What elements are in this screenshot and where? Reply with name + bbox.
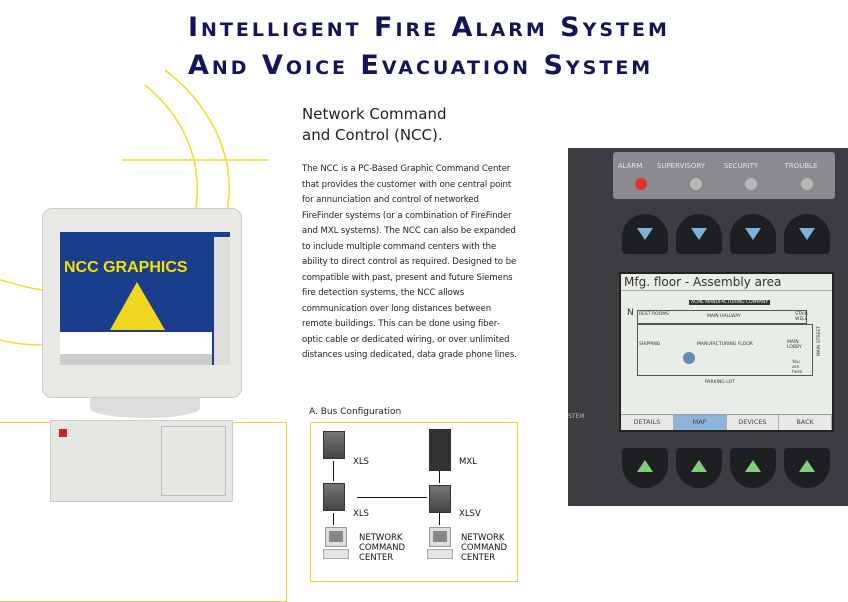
map-stair: STAIR WELL xyxy=(795,312,808,322)
monitor-stand xyxy=(90,398,200,418)
arrow-down-icon xyxy=(691,228,707,240)
map-floor: MANUFACTURING FLOOR xyxy=(697,342,753,347)
soft-key-up-1[interactable] xyxy=(622,214,668,254)
map-company: ACME MANUFACTURING COMPANY xyxy=(689,300,771,305)
section-heading: Network Command and Control (NCC). xyxy=(302,104,447,146)
map-you-are-here: You are here xyxy=(792,360,803,375)
screen-text: NCC GRAPHICS xyxy=(64,259,188,276)
triangle-logo xyxy=(110,282,165,330)
arrow-up-icon xyxy=(691,460,707,472)
arrow-down-icon xyxy=(745,228,761,240)
indicator-alarm-label: ALARM xyxy=(617,162,643,170)
fire-icon xyxy=(635,178,647,190)
map-parking: PARKING LOT xyxy=(705,380,735,385)
xls-panel-icon xyxy=(323,431,345,459)
map-rest-rooms: REST ROOMS xyxy=(639,312,669,317)
xlsv-panel-icon xyxy=(429,485,451,513)
soft-key-down-4[interactable] xyxy=(784,448,830,488)
node-label: XLSV xyxy=(459,509,481,519)
control-panel-photo: ALARM SUPERVISORY SECURITY TROUBLE Mfg. … xyxy=(568,148,848,506)
heading-line-2: and Control (NCC). xyxy=(302,126,443,144)
indicator-supervisory-label: SUPERVISORY xyxy=(656,162,706,170)
wrench-icon xyxy=(801,178,813,190)
soft-key-down-2[interactable] xyxy=(676,448,722,488)
indicator-trouble-label: TROUBLE xyxy=(784,162,818,170)
heading-line-1: Network Command xyxy=(302,105,447,123)
panel-side-text: STEM xyxy=(568,413,585,420)
node-label: MXL xyxy=(459,457,477,467)
lcd-screen: Mfg. floor - Assembly area ACME MANUFACT… xyxy=(619,272,834,432)
softkey-details[interactable]: DETAILS xyxy=(621,415,674,430)
fire-icon xyxy=(683,352,695,364)
lcd-title: Mfg. floor - Assembly area xyxy=(621,274,832,291)
soft-key-down-3[interactable] xyxy=(730,448,776,488)
map-lobby: MAIN LOBBY xyxy=(787,340,802,350)
mxl-panel-icon xyxy=(429,429,451,471)
annunciator-strip: ALARM SUPERVISORY SECURITY TROUBLE xyxy=(613,152,835,199)
page-title-line-2: And Voice Evacuation System xyxy=(188,50,654,81)
arrow-up-icon xyxy=(745,460,761,472)
section-body: The NCC is a PC-Based Graphic Command Ce… xyxy=(302,164,517,360)
floor-map: ACME MANUFACTURING COMPANY N REST ROOMS … xyxy=(627,296,829,401)
ncc-computer-image: NCC GRAPHICS xyxy=(40,205,245,502)
softkey-map[interactable]: MAP xyxy=(673,415,727,430)
soft-key-up-3[interactable] xyxy=(730,214,776,254)
node-label: XLS xyxy=(353,509,369,519)
monitor: NCC GRAPHICS xyxy=(42,208,242,398)
lock-icon xyxy=(745,178,757,190)
ncc-computer-icon xyxy=(323,527,349,561)
map-shipping: SHIPPING xyxy=(639,342,661,347)
page-title-line-1: Intelligent Fire Alarm System xyxy=(188,12,670,43)
diagram-label: A. Bus Configuration xyxy=(309,407,402,417)
map-street: MAIN STREET xyxy=(817,326,822,357)
softkey-bar: DETAILS MAP DEVICES BACK xyxy=(621,414,832,430)
soft-key-down-1[interactable] xyxy=(622,448,668,488)
soft-key-up-4[interactable] xyxy=(784,214,830,254)
north-indicator: N xyxy=(627,308,634,318)
monitor-screen: NCC GRAPHICS xyxy=(60,232,230,365)
arrow-down-icon xyxy=(637,228,653,240)
arrow-up-icon xyxy=(637,460,653,472)
computer-tower xyxy=(50,420,233,502)
indicator-security-label: SECURITY xyxy=(723,162,759,170)
softkey-back[interactable]: BACK xyxy=(779,415,832,430)
arrow-down-icon xyxy=(799,228,815,240)
map-hallway: MAIN HALLWAY xyxy=(707,314,741,319)
ncc-computer-icon xyxy=(427,527,453,561)
node-label: XLS xyxy=(353,457,369,467)
xls-panel-icon xyxy=(323,483,345,511)
soft-key-up-2[interactable] xyxy=(676,214,722,254)
arrow-up-icon xyxy=(799,460,815,472)
eye-icon xyxy=(690,178,702,190)
softkey-devices[interactable]: DEVICES xyxy=(726,415,780,430)
